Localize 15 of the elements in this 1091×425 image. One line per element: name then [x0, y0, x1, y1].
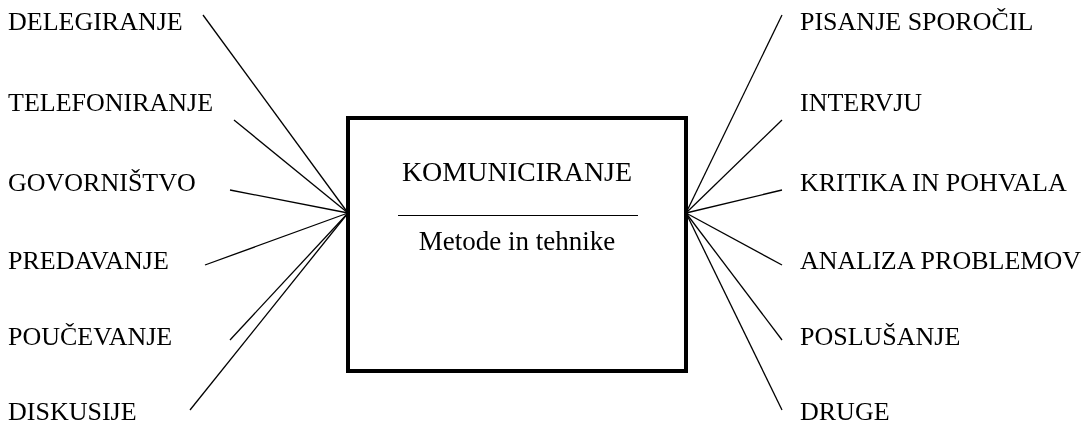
method-label: PREDAVANJE — [8, 248, 205, 274]
method-label: TELEFONIRANJE — [8, 90, 234, 120]
method-label: GOVORNIŠTVO — [8, 170, 230, 196]
method-label: INTERVJU — [782, 90, 923, 120]
central-box — [346, 116, 688, 373]
method-label: ANALIZA PROBLEMOV — [782, 248, 1081, 274]
box-title: KOMUNICIRANJE — [400, 156, 634, 188]
method-label: DRUGE — [782, 399, 890, 425]
method-label: DISKUSIJE — [8, 399, 190, 425]
method-label: DELEGIRANJE — [8, 9, 203, 35]
method-label: POUČEVANJE — [8, 324, 230, 350]
method-label: PISANJE SPOROČIL — [782, 9, 1034, 35]
method-label: POSLUŠANJE — [782, 324, 961, 350]
box-subtitle: Metode in tehnike — [417, 226, 617, 257]
method-label: KRITIKA IN POHVALA — [782, 170, 1067, 196]
